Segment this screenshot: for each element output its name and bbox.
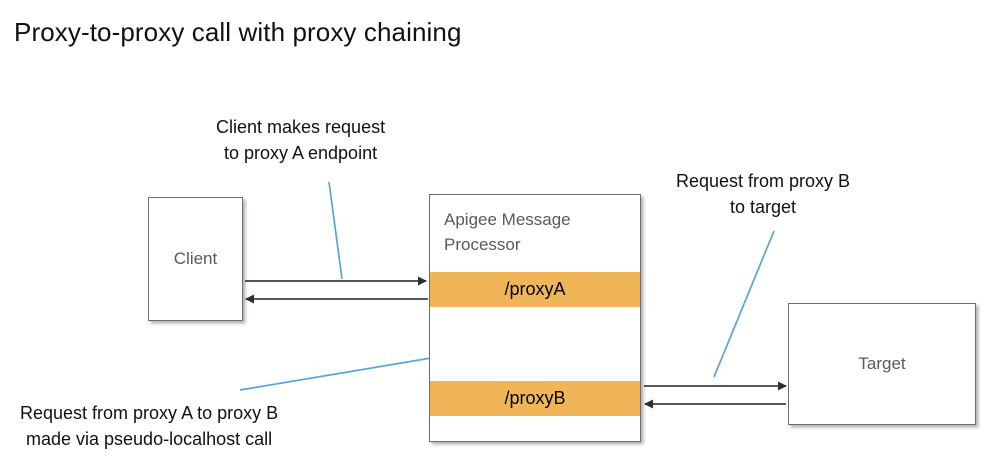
annotation-proxyb-to-target-line-2: to target xyxy=(730,197,797,217)
node-message-processor[interactable]: Apigee Message Processor /proxyA /proxyB xyxy=(429,194,641,442)
node-client-label: Client xyxy=(173,249,218,268)
annotation-proxy-chaining-line-1: Request from proxy A to proxy B xyxy=(20,403,279,423)
leader-line-client-request xyxy=(328,181,343,280)
mp-title-line-2: Processor xyxy=(444,235,521,254)
node-client[interactable]: Client xyxy=(148,197,243,321)
annotation-proxyb-to-target: Request from proxy B to target xyxy=(676,168,850,220)
annotation-proxy-chaining: Request from proxy A to proxy B made via… xyxy=(20,400,278,452)
annotation-client-request: Client makes request to proxy A endpoint xyxy=(216,114,385,166)
node-target[interactable]: Target xyxy=(788,303,976,425)
leader-line-proxyb-target xyxy=(713,230,775,378)
proxy-band-a[interactable]: /proxyA xyxy=(430,272,640,307)
node-message-processor-title: Apigee Message Processor xyxy=(444,207,634,257)
mp-title-line-1: Apigee Message xyxy=(444,210,571,229)
annotation-client-request-line-1: Client makes request xyxy=(216,117,386,137)
annotation-client-request-line-2: to proxy A endpoint xyxy=(223,143,378,163)
annotation-proxyb-to-target-line-1: Request from proxy B xyxy=(676,171,851,191)
annotation-proxy-chaining-line-2: made via pseudo-localhost call xyxy=(25,429,273,449)
proxy-band-b[interactable]: /proxyB xyxy=(430,381,640,416)
node-target-label: Target xyxy=(858,354,906,373)
page-title: Proxy-to-proxy call with proxy chaining xyxy=(14,17,462,47)
